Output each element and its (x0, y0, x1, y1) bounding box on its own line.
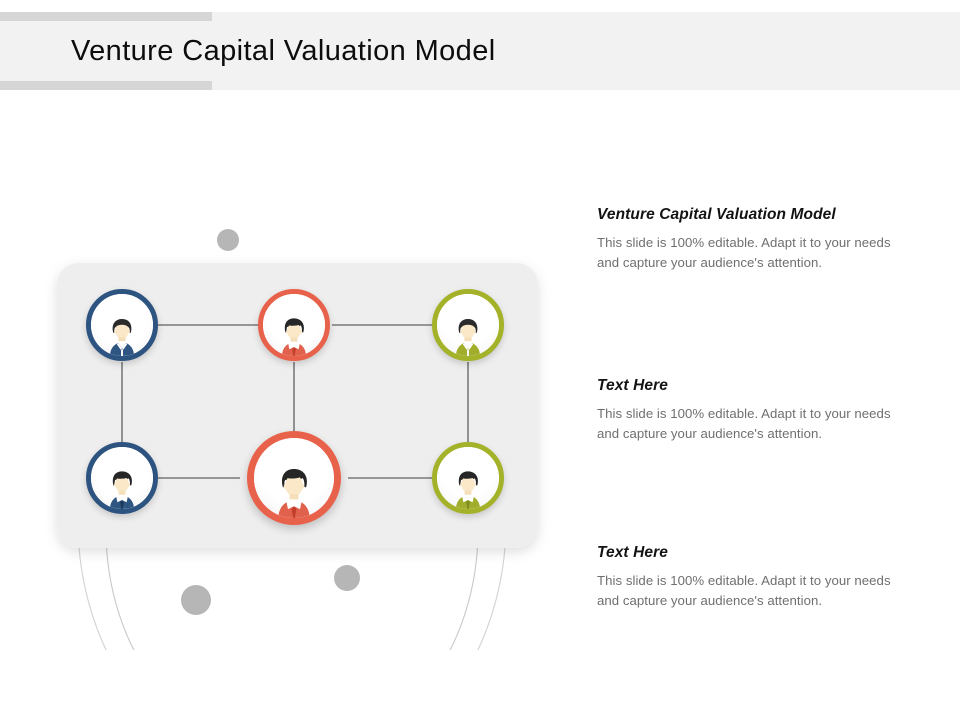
avatar-node-inner (437, 294, 499, 356)
avatar-node-inner (91, 447, 153, 509)
header-accent-bar-bottom (0, 81, 212, 90)
network-diagram (40, 170, 570, 650)
content-block-heading: Venture Capital Valuation Model (597, 206, 836, 223)
content-block-2: Text Here This slide is 100% editable. A… (597, 376, 907, 443)
avatar-node-navy-female[interactable] (86, 289, 158, 361)
person-female-icon (110, 319, 134, 356)
content-block-heading: Text Here (597, 544, 668, 561)
content-block-heading: Text Here (597, 377, 668, 394)
person-male-icon (456, 471, 480, 509)
content-block-1: Venture Capital Valuation Model This sli… (597, 205, 907, 272)
avatar-node-coral-lead[interactable] (247, 431, 341, 525)
content-block-body: This slide is 100% editable. Adapt it to… (597, 235, 891, 270)
person-male-icon (278, 468, 310, 518)
avatar-node-inner (437, 447, 499, 509)
content-block-3: Text Here This slide is 100% editable. A… (597, 543, 907, 610)
decorative-dot-top (217, 229, 239, 251)
avatar-node-navy-male[interactable] (86, 442, 158, 514)
decorative-dot-bottom-left (181, 585, 211, 615)
diagram-panel (57, 263, 538, 548)
avatar-node-olive-female[interactable] (432, 289, 504, 361)
avatar-node-inner (91, 294, 153, 356)
avatar-node-inner (263, 294, 325, 356)
person-female-icon (456, 319, 480, 356)
content-block-body: This slide is 100% editable. Adapt it to… (597, 406, 891, 441)
avatar-node-inner (254, 438, 334, 518)
avatar-node-coral-male[interactable] (258, 289, 330, 361)
diagram-background-svg (57, 229, 538, 650)
avatar-node-olive-male[interactable] (432, 442, 504, 514)
person-male-icon (110, 471, 134, 509)
header-band (0, 12, 960, 90)
decorative-dots (181, 229, 360, 615)
header-accent-bar-top (0, 12, 212, 21)
decorative-dot-bottom-center (334, 565, 360, 591)
content-block-body: This slide is 100% editable. Adapt it to… (597, 573, 891, 608)
page-title: Venture Capital Valuation Model (71, 35, 496, 67)
person-male-icon (282, 318, 306, 356)
